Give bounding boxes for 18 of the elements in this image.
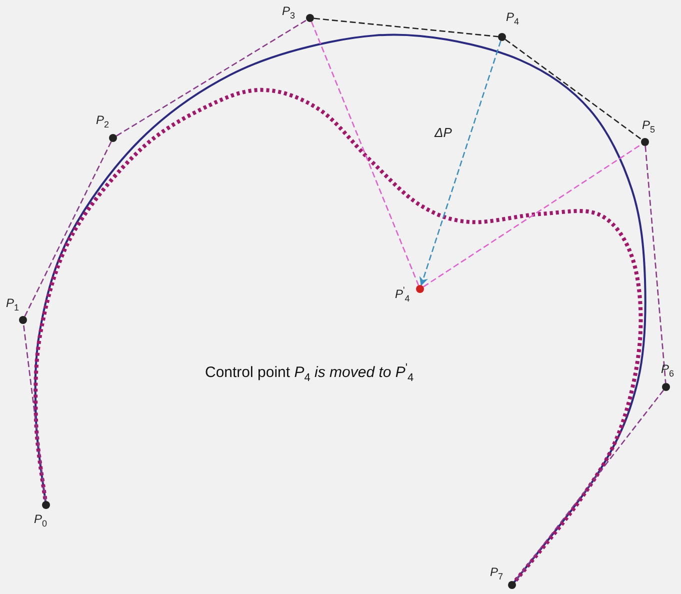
point-label: P$_{2}$ [96, 113, 110, 132]
point-label: P$_{0}$ [34, 512, 48, 530]
point-label: P$_{5}$ [642, 118, 656, 136]
point-label: P$_{7}$ [490, 565, 504, 584]
control-polygon-line [310, 21, 420, 286]
control-polygon-line [504, 38, 642, 140]
point-label: P$_{6}$ [661, 362, 674, 380]
point-label: P$_{3}$ [282, 4, 296, 22]
control-polygon-line [22, 324, 46, 502]
control-polygon-line [24, 141, 112, 317]
control-polygon-line [644, 146, 666, 384]
control-polygon-line [423, 144, 642, 288]
control-polygon-line [314, 18, 498, 38]
control-polygon-line [514, 390, 664, 582]
point-label: P$_{1}$ [6, 296, 20, 314]
arrow [419, 40, 502, 286]
point-label: P$_{4}$ [506, 10, 520, 28]
control-polygon-line [116, 20, 307, 136]
